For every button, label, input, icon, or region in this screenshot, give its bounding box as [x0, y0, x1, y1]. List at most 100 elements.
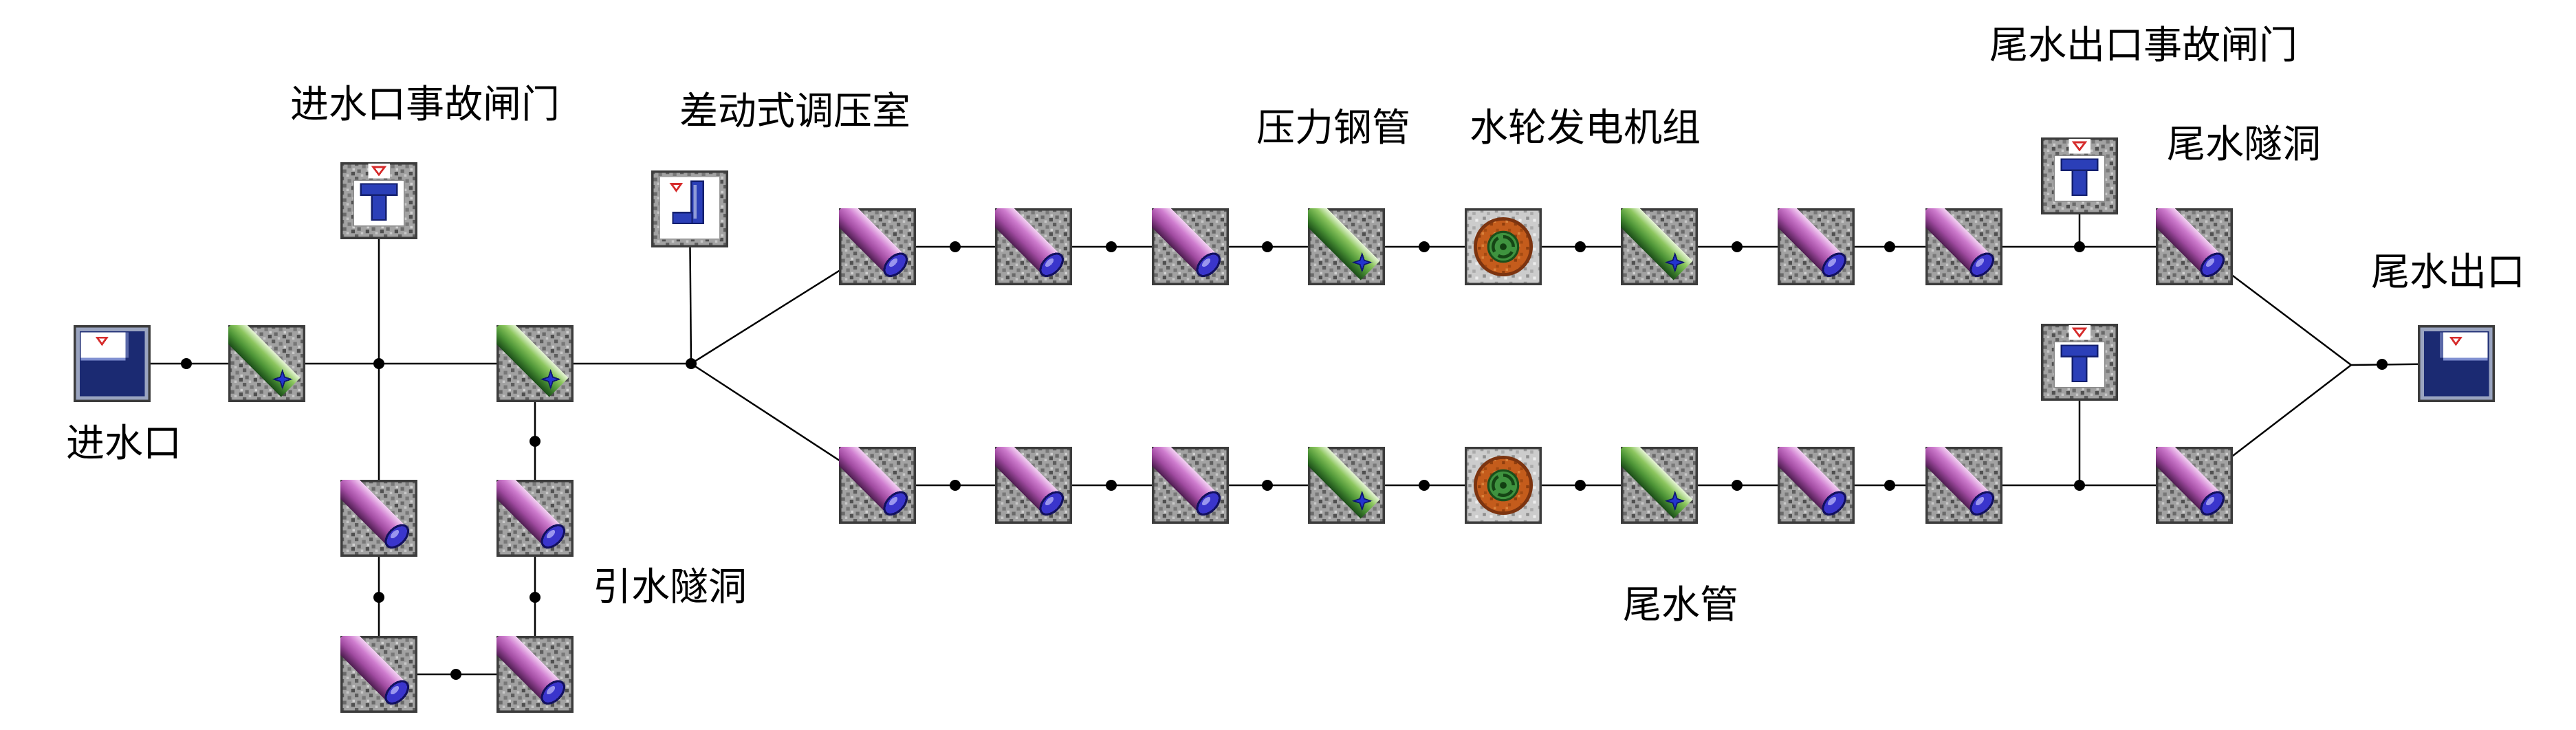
connection-node[interactable] [373, 592, 384, 603]
surge-tank-icon [651, 170, 728, 247]
component-unit2-tailrace-2[interactable] [1925, 447, 2002, 524]
component-intake-reservoir[interactable] [74, 325, 151, 402]
component-unit2-penstock[interactable] [1308, 447, 1385, 524]
gate-valve-icon [2041, 137, 2118, 214]
connection-node[interactable] [373, 358, 384, 369]
connection-node[interactable] [181, 358, 192, 369]
component-diversion-tunnel-a2[interactable] [340, 636, 417, 713]
connection-node[interactable] [450, 669, 461, 680]
component-diversion-tunnel-a1[interactable] [340, 480, 417, 557]
component-unit2-tunnel-1[interactable] [839, 447, 916, 524]
purple-pipe-icon [839, 208, 916, 285]
runner-swirl-icon [1492, 235, 1515, 258]
component-unit2-draft-tube[interactable] [1621, 447, 1698, 524]
turbine-generator-icon [1465, 447, 1542, 524]
component-diversion-tunnel-b1[interactable] [496, 480, 574, 557]
component-unit2-tailrace-gate[interactable] [2041, 324, 2118, 401]
green-pipe-icon [1621, 447, 1698, 524]
water-level-marker-icon [371, 166, 387, 177]
purple-pipe-icon [2156, 447, 2233, 524]
connection-node[interactable] [686, 358, 697, 369]
component-diversion-tunnel-b2[interactable] [496, 636, 574, 713]
component-unit2-tailrace-1[interactable] [1778, 447, 1855, 524]
connection-node[interactable] [1419, 241, 1430, 252]
component-unit2-tunnel-2[interactable] [995, 447, 1072, 524]
green-pipe-icon [1621, 208, 1698, 285]
component-intake-conduit[interactable] [228, 325, 305, 402]
component-unit2-tunnel-3[interactable] [1152, 447, 1229, 524]
valve-marker-icon [1351, 490, 1373, 511]
purple-pipe-icon [2156, 208, 2233, 285]
green-pipe-icon [228, 325, 305, 402]
purple-pipe-icon [340, 480, 417, 557]
water-level-marker-icon [95, 336, 109, 346]
label-draft-tube: 尾水管 [1623, 584, 1738, 627]
purple-pipe-icon [1152, 208, 1229, 285]
component-unit2-turbine[interactable] [1465, 447, 1542, 524]
label-penstock: 压力钢管 [1256, 107, 1410, 150]
connection-node[interactable] [1419, 480, 1430, 491]
connection-node[interactable] [950, 241, 961, 252]
component-unit1-turbine[interactable] [1465, 208, 1542, 285]
green-pipe-icon [1308, 208, 1385, 285]
component-unit1-tunnel-1[interactable] [839, 208, 916, 285]
connection-node[interactable] [530, 436, 541, 447]
connection-node[interactable] [1262, 241, 1273, 252]
label-surge-chamber: 差动式调压室 [679, 91, 910, 133]
component-unit1-tunnel-2[interactable] [995, 208, 1072, 285]
label-tailrace-tunnel: 尾水隧洞 [2167, 124, 2321, 166]
purple-pipe-icon [340, 636, 417, 713]
component-unit1-tailrace-2[interactable] [1925, 208, 2002, 285]
green-pipe-icon [496, 325, 574, 402]
connection-node[interactable] [1262, 480, 1273, 491]
water-level-marker-icon [669, 183, 684, 192]
turbine-generator-icon [1465, 208, 1542, 285]
component-unit1-tailrace-tunnel[interactable] [2156, 208, 2233, 285]
label-tailrace-gate: 尾水出口事故闸门 [1989, 25, 2297, 67]
connection-node[interactable] [530, 592, 541, 603]
runner-swirl-icon [1492, 474, 1515, 497]
component-surge-chamber[interactable] [651, 170, 728, 247]
component-unit2-tailrace-tunnel[interactable] [2156, 447, 2233, 524]
component-unit1-tunnel-3[interactable] [1152, 208, 1229, 285]
label-intake: 进水口 [66, 423, 182, 465]
purple-pipe-icon [496, 636, 574, 713]
component-unit1-tailrace-gate[interactable] [2041, 137, 2118, 214]
connection-node[interactable] [1884, 480, 1895, 491]
connection-node[interactable] [2074, 241, 2085, 252]
connection-node[interactable] [2074, 480, 2085, 491]
component-unit1-penstock[interactable] [1308, 208, 1385, 285]
connection-node[interactable] [1106, 241, 1117, 252]
gate-valve-icon [2041, 324, 2118, 401]
purple-pipe-icon [1778, 208, 1855, 285]
connection-node[interactable] [1884, 241, 1895, 252]
label-intake-gate: 进水口事故闸门 [290, 84, 560, 126]
connection-node[interactable] [2377, 359, 2388, 370]
connection-node[interactable] [1732, 480, 1743, 491]
connection-node[interactable] [950, 480, 961, 491]
reservoir-icon [2418, 325, 2495, 402]
valve-marker-icon [540, 368, 561, 390]
component-unit1-tailrace-1[interactable] [1778, 208, 1855, 285]
component-diversion-conduit[interactable] [496, 325, 574, 402]
water-level-marker-icon [2449, 336, 2463, 346]
purple-pipe-icon [995, 447, 1072, 524]
connection-node[interactable] [1575, 241, 1586, 252]
purple-pipe-icon [839, 447, 916, 524]
connection-node[interactable] [1575, 480, 1586, 491]
component-outlet-reservoir[interactable] [2418, 325, 2495, 402]
valve-marker-icon [272, 368, 293, 390]
reservoir-icon [74, 325, 151, 402]
purple-pipe-icon [496, 480, 574, 557]
connection-node[interactable] [1106, 480, 1117, 491]
connection-node[interactable] [1732, 241, 1743, 252]
purple-pipe-icon [1152, 447, 1229, 524]
green-pipe-icon [1308, 447, 1385, 524]
water-level-marker-icon [2071, 327, 2088, 338]
component-unit1-draft-tube[interactable] [1621, 208, 1698, 285]
label-turbine-unit: 水轮发电机组 [1470, 107, 1701, 150]
component-intake-gate[interactable] [340, 162, 417, 239]
